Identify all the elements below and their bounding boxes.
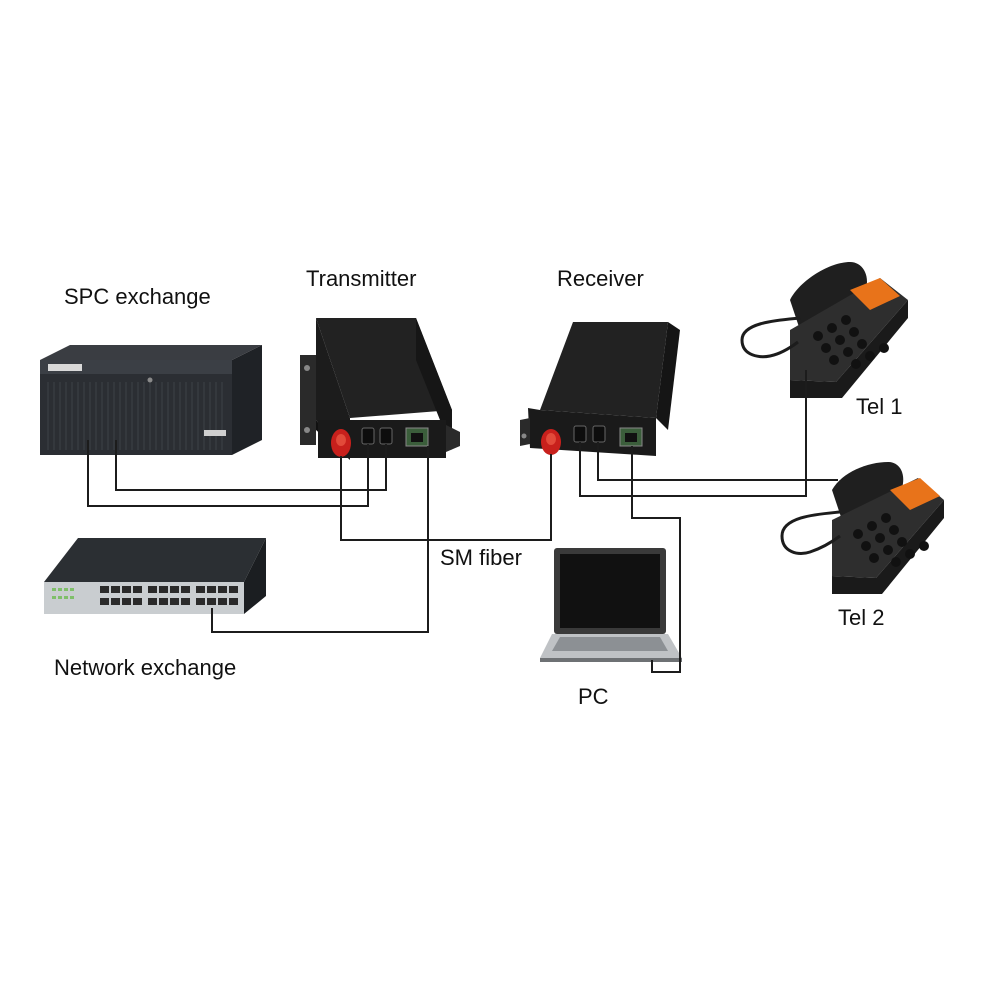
label-receiver: Receiver <box>557 266 644 291</box>
cable-spc-to-transmitter-1 <box>87 440 369 507</box>
cable-sm-fiber <box>340 454 552 541</box>
label-sm-fiber: SM fiber <box>440 545 522 570</box>
label-tel-2: Tel 2 <box>838 605 885 630</box>
cable-receiver-to-tel1 <box>579 370 807 497</box>
cable-receiver-to-tel2 <box>597 442 838 481</box>
transmitter-device <box>300 318 460 460</box>
receiver-device <box>520 322 680 456</box>
label-pc: PC <box>578 684 609 709</box>
spc-exchange-device <box>40 345 262 455</box>
cable-layer <box>87 370 838 673</box>
label-network-exchange: Network exchange <box>54 655 237 680</box>
network-exchange-switch <box>44 538 266 614</box>
tel-1-phone <box>740 262 908 398</box>
tel-2-phone <box>780 462 944 594</box>
label-spc-exchange: SPC exchange <box>64 284 211 309</box>
label-tel-1: Tel 1 <box>856 394 903 419</box>
cable-network-to-transmitter <box>211 446 429 633</box>
pc-laptop <box>540 548 682 662</box>
cable-receiver-to-pc <box>631 446 681 673</box>
cable-spc-to-transmitter-2 <box>115 440 387 491</box>
label-transmitter: Transmitter <box>306 266 417 291</box>
